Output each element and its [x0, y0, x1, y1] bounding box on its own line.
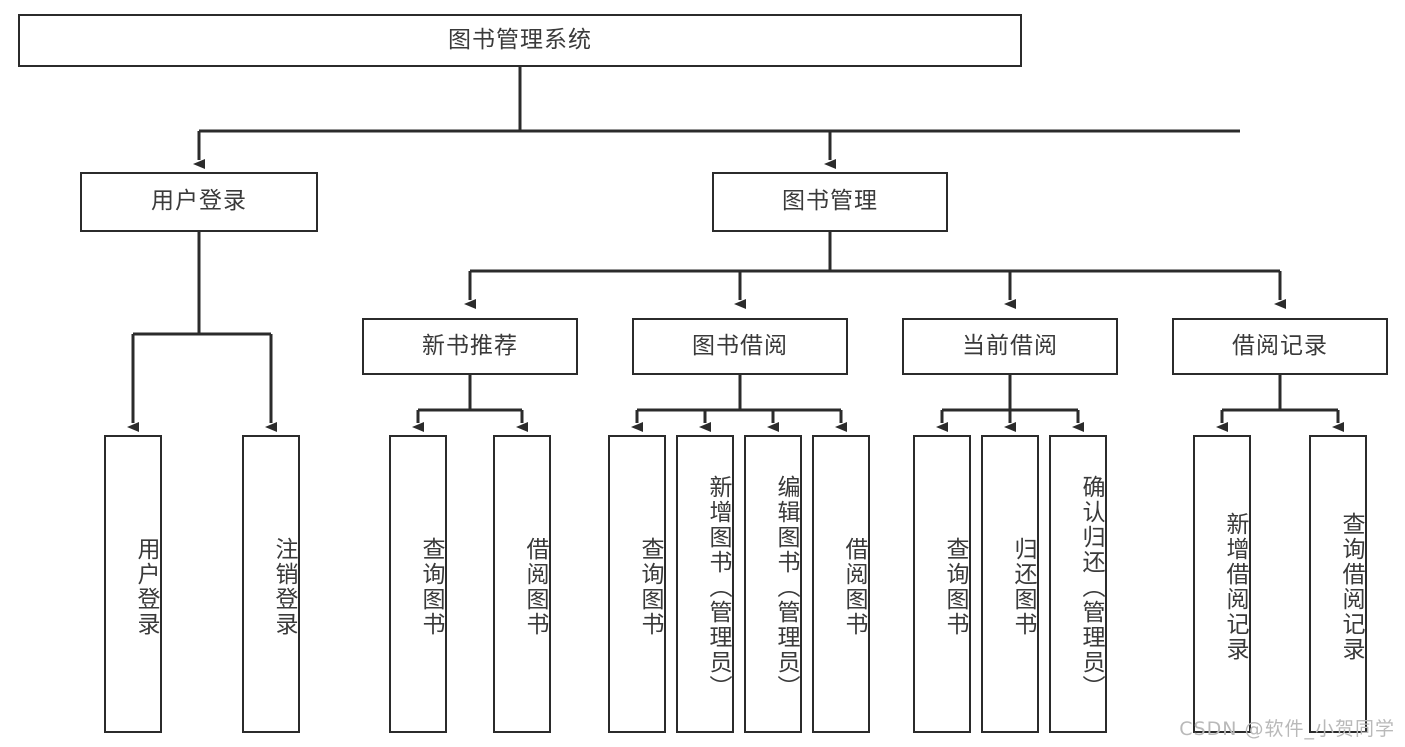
leaf-recommend-borrow-book[interactable]: 借阅图书 — [493, 435, 551, 733]
leaf-label: 查询图书 — [418, 537, 444, 637]
leaf-recommend-query-book[interactable]: 查询图书 — [389, 435, 447, 733]
leaf-current-confirm-return-admin[interactable]: 确认归还（管理员） — [1049, 435, 1107, 733]
node-new-book-recommend[interactable]: 新书推荐 — [362, 318, 578, 375]
node-book-borrow-label: 图书借阅 — [692, 332, 788, 359]
leaf-label: 查询图书 — [942, 537, 968, 637]
node-user-login-label: 用户登录 — [151, 188, 247, 215]
leaf-borrow-add-book-admin[interactable]: 新增图书（管理员） — [676, 435, 734, 733]
leaf-record-add-record[interactable]: 新增借阅记录 — [1193, 435, 1251, 733]
leaf-user-login-login[interactable]: 用户登录 — [104, 435, 162, 733]
leaf-label: 新增借阅记录 — [1222, 512, 1248, 662]
node-borrow-record[interactable]: 借阅记录 — [1172, 318, 1388, 375]
leaf-label: 新增图书（管理员） — [705, 474, 731, 700]
leaf-label: 确认归还（管理员） — [1078, 474, 1104, 700]
leaf-label: 注销登录 — [271, 537, 297, 637]
leaf-user-login-logout[interactable]: 注销登录 — [242, 435, 300, 733]
node-book-borrow[interactable]: 图书借阅 — [632, 318, 848, 375]
node-new-book-recommend-label: 新书推荐 — [422, 332, 518, 359]
node-borrow-record-label: 借阅记录 — [1232, 332, 1328, 359]
leaf-current-return-book[interactable]: 归还图书 — [981, 435, 1039, 733]
leaf-label: 查询图书 — [637, 537, 663, 637]
node-root[interactable]: 图书管理系统 — [18, 14, 1022, 67]
leaf-label: 归还图书 — [1010, 537, 1036, 637]
leaf-label: 借阅图书 — [841, 537, 867, 637]
leaf-label: 借阅图书 — [522, 537, 548, 637]
leaf-label: 用户登录 — [133, 537, 159, 637]
leaf-borrow-edit-book-admin[interactable]: 编辑图书（管理员） — [744, 435, 802, 733]
leaf-record-query-record[interactable]: 查询借阅记录 — [1309, 435, 1367, 733]
node-book-management[interactable]: 图书管理 — [712, 172, 948, 232]
node-current-borrow[interactable]: 当前借阅 — [902, 318, 1118, 375]
node-user-login[interactable]: 用户登录 — [80, 172, 318, 232]
leaf-borrow-borrow-book[interactable]: 借阅图书 — [812, 435, 870, 733]
leaf-label: 查询借阅记录 — [1338, 512, 1364, 662]
node-current-borrow-label: 当前借阅 — [962, 332, 1058, 359]
csdn-watermark: CSDN @软件_小贺同学 — [1179, 718, 1395, 740]
leaf-borrow-query-book[interactable]: 查询图书 — [608, 435, 666, 733]
node-root-label: 图书管理系统 — [448, 26, 592, 53]
node-book-management-label: 图书管理 — [782, 188, 878, 215]
leaf-current-query-book[interactable]: 查询图书 — [913, 435, 971, 733]
leaf-label: 编辑图书（管理员） — [773, 474, 799, 700]
